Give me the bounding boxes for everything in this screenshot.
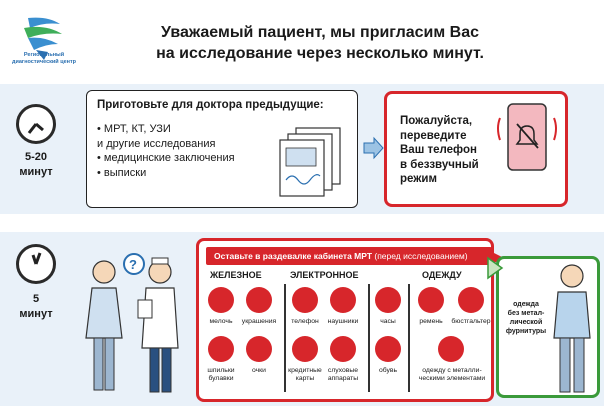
metal-clothes-icon	[438, 336, 464, 362]
item-label: украшения	[241, 318, 277, 325]
silent-mode-text: Пожалуйста, переведите Ваш телефон в без…	[400, 115, 479, 185]
bra-icon	[458, 287, 484, 313]
item-label: бюстгальтер	[451, 318, 491, 325]
list-item: • выписки	[97, 166, 147, 179]
hearing-aid-icon	[330, 336, 356, 362]
item-label: ремень	[419, 318, 443, 325]
silent-phone-icon	[497, 103, 557, 171]
mri-banner: Оставьте в раздевалке кабинета МРТ (пере…	[206, 247, 492, 265]
pins-icon	[208, 336, 234, 362]
prep-list: • МРТ, КТ, УЗИ и другие исследования • м…	[97, 122, 235, 180]
category-iron: ЖЕЛЕЗНОЕ	[210, 270, 262, 280]
logo-icon	[24, 17, 62, 60]
coins-icon	[208, 287, 234, 313]
clock-icon	[16, 104, 56, 144]
category-electronic: ЭЛЕКТРОННОЕ	[290, 270, 359, 280]
jewelry-icon	[246, 287, 272, 313]
page-title: Уважаемый пациент, мы пригласим Вас на и…	[156, 24, 484, 62]
divider	[368, 284, 370, 392]
mri-locker-box	[196, 238, 494, 402]
list-item: и другие исследования	[97, 137, 216, 150]
phone-icon	[292, 287, 318, 313]
credit-cards-icon	[292, 336, 318, 362]
step2-time: 5 минут	[19, 293, 53, 320]
item-label: обувь	[378, 367, 398, 374]
documents-icon	[279, 127, 341, 197]
allowed-clothing-text: одежда без метал- лической фурнитуры	[505, 301, 547, 335]
divider	[284, 284, 286, 392]
patient-doctor-illustration: ?	[85, 253, 179, 393]
arrow-right-icon	[363, 136, 384, 160]
item-label: мелочь	[209, 318, 233, 325]
divider	[408, 284, 410, 392]
patient-figure-illustration	[553, 264, 591, 393]
svg-text:?: ?	[129, 257, 137, 272]
glasses-icon	[246, 336, 272, 362]
arrow-right-icon	[487, 256, 504, 280]
item-label: телефон	[291, 318, 319, 325]
item-label: часы	[380, 318, 396, 325]
belt-icon	[418, 287, 444, 313]
list-item: • МРТ, КТ, УЗИ	[97, 123, 171, 135]
shoes-icon	[375, 336, 401, 362]
step1-time: 5-20 минут	[19, 151, 53, 178]
logo-text: Региональный диагностический центр	[11, 52, 77, 65]
prep-title: Приготовьте для доктора предыдущие:	[97, 99, 324, 111]
item-label: наушники	[327, 318, 359, 325]
clock-icon	[16, 244, 56, 284]
item-label: очки	[252, 367, 266, 374]
watch-icon	[375, 287, 401, 313]
headphones-icon	[330, 287, 356, 313]
item-label: одежду с металли-ческими элементами	[418, 367, 486, 382]
category-clothes: ОДЕЖДУ	[422, 270, 462, 280]
list-item: • медицинские заключения	[97, 152, 235, 164]
